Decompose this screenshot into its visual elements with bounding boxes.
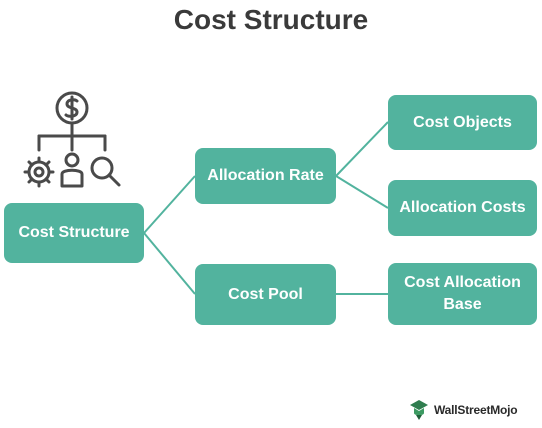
- node-allocation-rate: Allocation Rate: [195, 148, 336, 204]
- edge-allocation-rate-allocation-costs: [335, 175, 389, 209]
- node-cost-allocation-base: Cost Allocation Base: [388, 263, 537, 325]
- gear-icon: [23, 156, 55, 188]
- hierarchy-lines: [37, 121, 107, 152]
- page-title: Cost Structure: [173, 4, 369, 35]
- person-icon: [60, 152, 84, 188]
- brand-name: WallStreetMojo: [434, 403, 518, 417]
- node-cost-pool: Cost Pool: [195, 264, 336, 325]
- wallstreetmojo-logo-icon: [410, 400, 428, 420]
- cost-structure-icon-group: [18, 88, 128, 194]
- brand-logo: WallStreetMojo: [408, 398, 518, 422]
- dollar-coin-icon: [55, 91, 89, 125]
- magnifier-icon: [90, 156, 121, 187]
- node-allocation-costs: Allocation Costs: [388, 180, 537, 236]
- node-cost-structure: Cost Structure: [4, 203, 144, 263]
- edge-cost-structure-allocation-rate: [143, 175, 196, 234]
- edge-allocation-rate-cost-objects: [335, 121, 389, 177]
- node-cost-objects: Cost Objects: [388, 95, 537, 150]
- edge-cost-structure-cost-pool: [143, 232, 196, 295]
